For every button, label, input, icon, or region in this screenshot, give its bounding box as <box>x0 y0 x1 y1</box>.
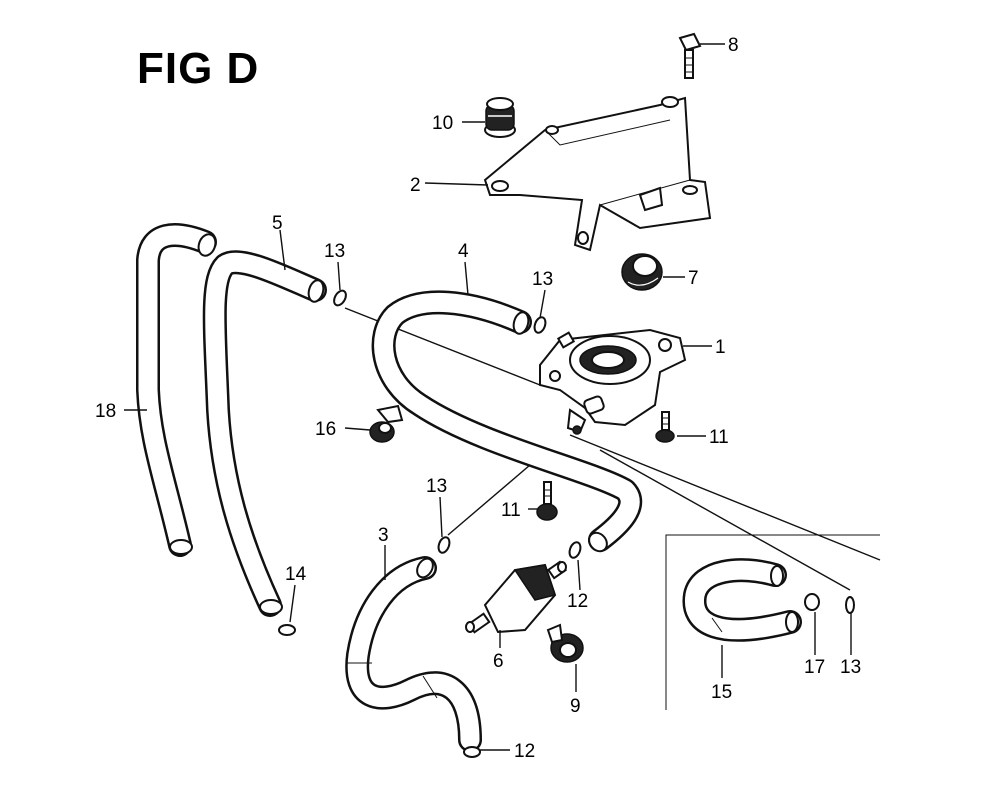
callout-2: 2 <box>410 175 421 196</box>
callout-10: 10 <box>432 113 453 134</box>
fuel-filter-part-6 <box>465 560 567 634</box>
grommet-part-10 <box>484 97 516 138</box>
callout-5: 5 <box>272 213 283 234</box>
leader-pump-to-inset-2 <box>599 449 851 591</box>
callout-11: 11 <box>501 500 521 521</box>
hose-part-5 <box>202 250 327 617</box>
callout-1: 1 <box>715 337 726 358</box>
bolt-part-8 <box>678 32 702 79</box>
callout-12: 12 <box>514 741 535 762</box>
fuel-pump-part-1 <box>539 328 687 435</box>
clip-part-16 <box>369 404 404 443</box>
callout-9: 9 <box>570 696 581 717</box>
leader-pump-to-inset <box>569 434 881 561</box>
callout-12: 12 <box>567 591 588 612</box>
inset-frame <box>665 534 880 710</box>
callout-11: 11 <box>709 427 729 448</box>
callout-4: 4 <box>458 241 469 262</box>
clip-part-9 <box>546 623 584 663</box>
callout-labels: 8 10 2 5 13 4 13 7 1 18 16 11 13 11 3 12… <box>95 35 861 762</box>
bolt-part-11-center <box>536 481 558 521</box>
callout-6: 6 <box>493 651 504 672</box>
hose-part-15 <box>682 558 802 642</box>
hose-part-18 <box>136 223 217 557</box>
callout-15: 15 <box>711 682 732 703</box>
hose-clamps <box>278 289 855 758</box>
bolt-part-11-right <box>655 411 675 443</box>
hose-part-3 <box>345 556 482 752</box>
callout-13: 13 <box>426 476 447 497</box>
callout-14: 14 <box>285 564 307 585</box>
callout-18: 18 <box>95 401 116 422</box>
callout-8: 8 <box>728 35 739 56</box>
callout-3: 3 <box>378 525 389 546</box>
callout-13: 13 <box>840 657 861 678</box>
callout-13: 13 <box>324 241 345 262</box>
leader-13c-to-hose4 <box>447 464 531 536</box>
callout-17: 17 <box>804 657 825 678</box>
callout-16: 16 <box>315 419 336 440</box>
grommet-part-7 <box>621 253 663 291</box>
hose-part-4 <box>371 290 643 553</box>
callout-leaders <box>124 43 852 751</box>
callout-7: 7 <box>688 268 699 289</box>
bracket-part-2 <box>483 96 712 252</box>
callout-13: 13 <box>532 269 553 290</box>
figure-title: FIG D <box>137 44 260 93</box>
